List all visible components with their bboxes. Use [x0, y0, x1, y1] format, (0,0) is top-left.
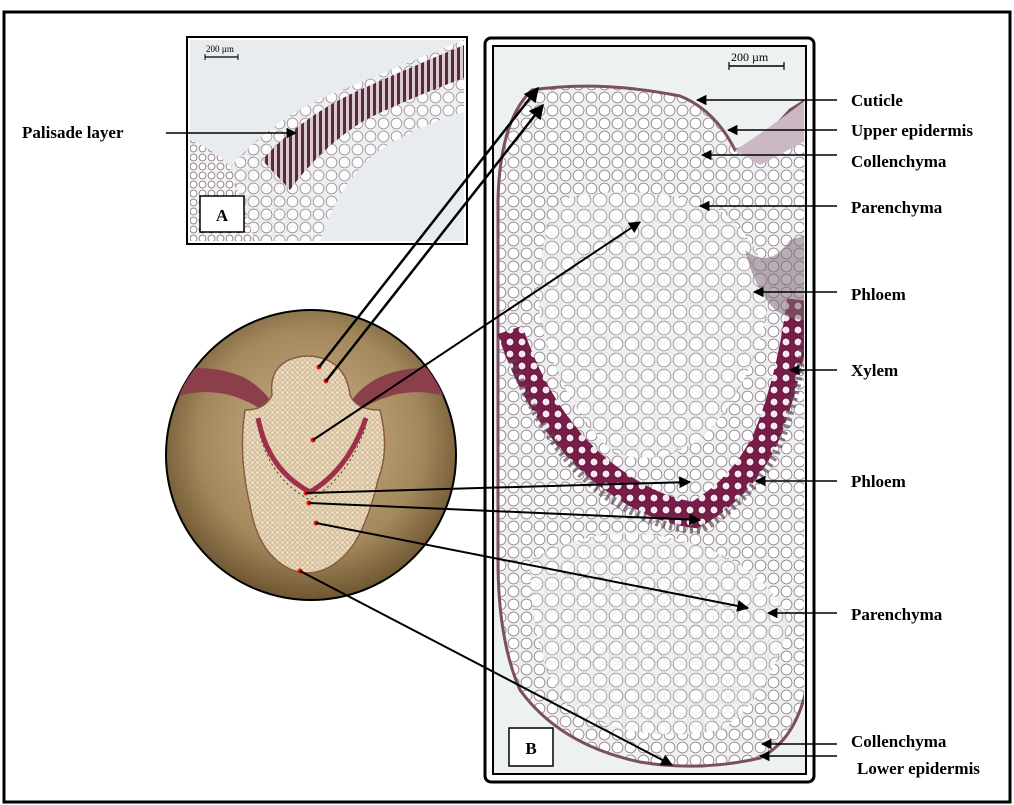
label-collenchyma-bottom: Collenchyma [851, 733, 946, 750]
label-phloem-bottom: Phloem [851, 473, 906, 490]
label-collenchyma-top: Collenchyma [851, 153, 946, 170]
panel-b-letter: B [525, 739, 536, 758]
label-xylem: Xylem [851, 362, 898, 379]
low-magnification-circle [166, 310, 456, 600]
panel-b: 200 µm B [485, 38, 814, 782]
label-palisade-layer: Palisade layer [22, 124, 124, 141]
panel-a-letter: A [216, 206, 229, 225]
label-upper-epidermis: Upper epidermis [851, 122, 973, 139]
panel-b-scale-label: 200 µm [731, 50, 769, 64]
label-cuticle: Cuticle [851, 92, 903, 109]
panel-a: 200 µm A [187, 37, 467, 244]
label-phloem-top: Phloem [851, 286, 906, 303]
panel-a-scale-label: 200 µm [206, 44, 234, 54]
label-parenchyma-bottom: Parenchyma [851, 606, 942, 623]
label-parenchyma-top: Parenchyma [851, 199, 942, 216]
label-lower-epidermis: Lower epidermis [857, 760, 980, 777]
